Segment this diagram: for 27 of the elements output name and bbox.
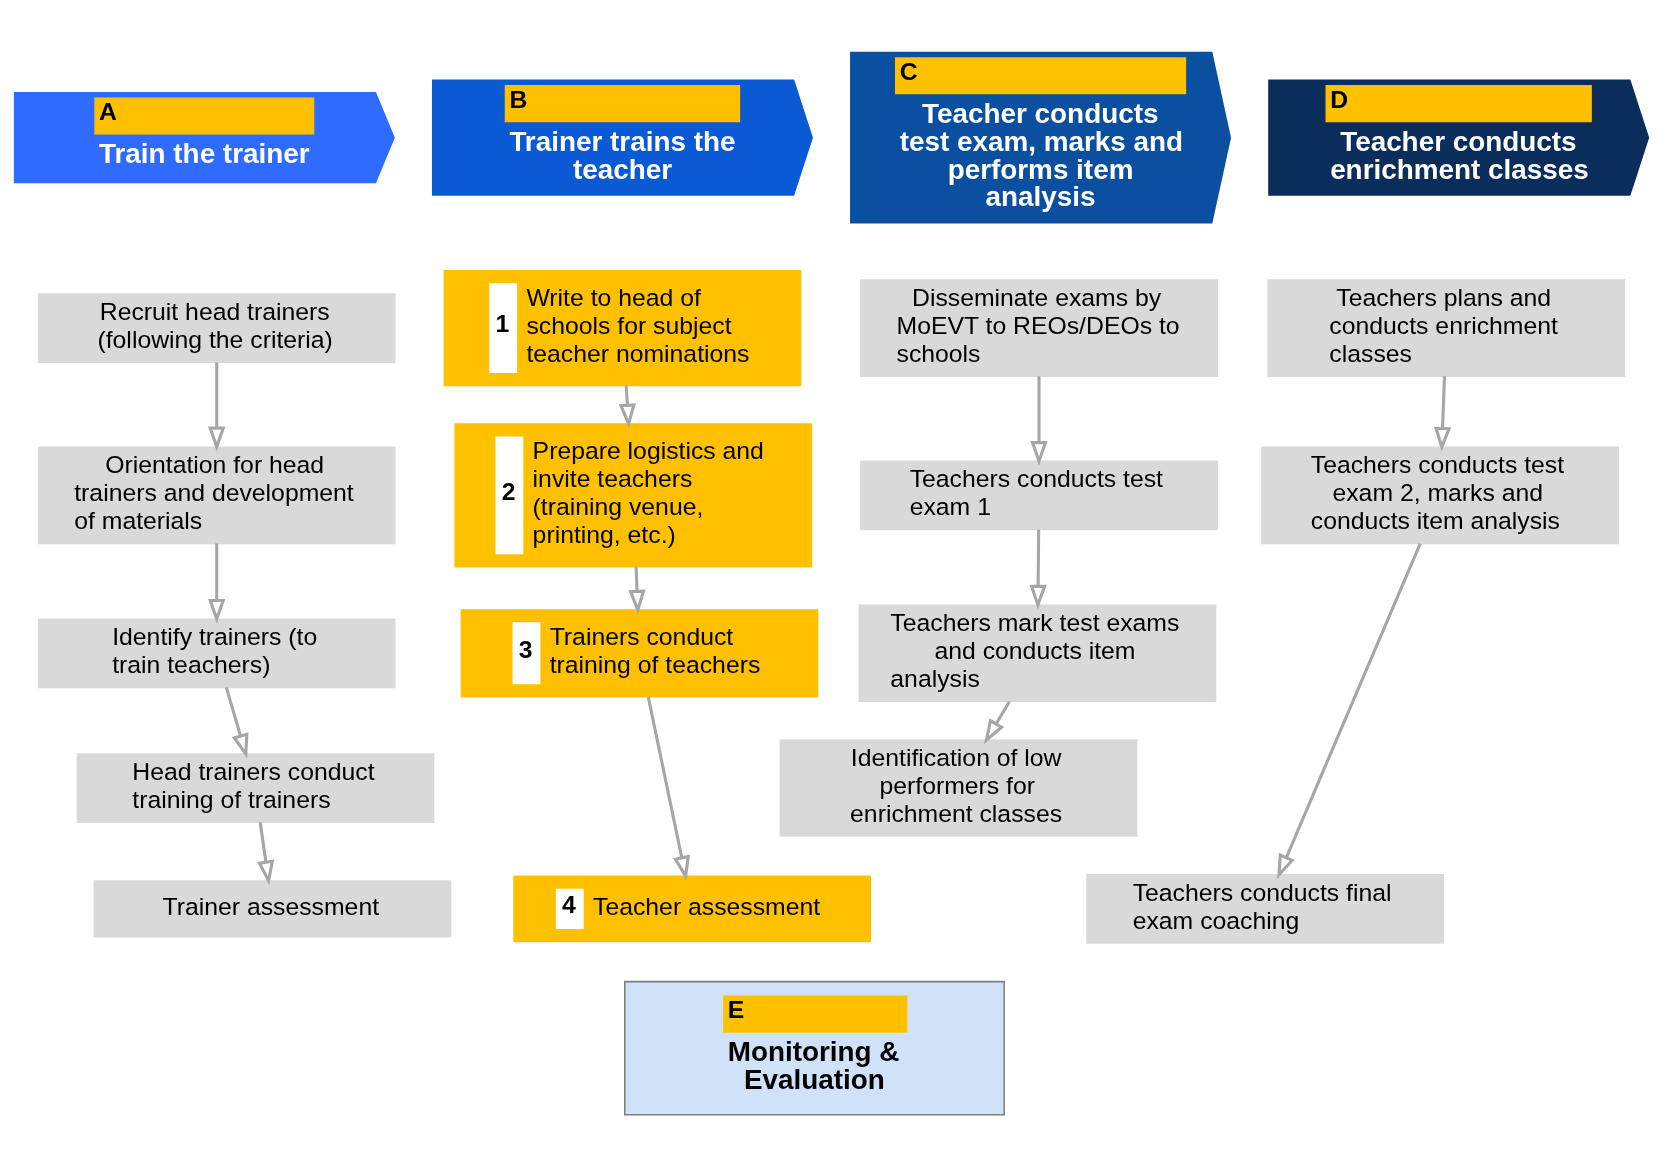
arrow [208, 542, 226, 624]
node-box: Recruit head trainers (following the criteria) [37, 292, 396, 363]
arrow [257, 821, 275, 885]
node-box: 4 Teacher assessment [513, 875, 871, 942]
node-box: Teachers mark test exams and conducts item analysis [858, 604, 1217, 702]
node-box: Teachers plans and conducts enrichment classes [1267, 278, 1626, 377]
node-box: Trainer assessment [93, 879, 452, 937]
node-box: Disseminate exams by MoEVT to REOs/DEOs to schools [860, 278, 1218, 377]
node-box: Identification of low performers for enrichment classes [779, 738, 1138, 837]
node-box: Head trainers conduct training of trainers [76, 752, 435, 823]
arrow [1277, 542, 1422, 879]
arrow [628, 566, 646, 615]
arrow [618, 385, 636, 428]
arrow [646, 696, 691, 881]
node-box: Orientation for head trainers and development of materials [37, 446, 396, 544]
arrow [984, 700, 1011, 744]
node-box: Identify trainers (to train teachers) [37, 618, 396, 688]
arrow [1433, 375, 1452, 452]
node-box: Teachers conducts test exam 1 [860, 460, 1218, 530]
node-box: 1 Write to head of schools for subject teacher nominations [443, 269, 802, 386]
arrow [208, 362, 226, 451]
arrow [224, 686, 249, 758]
node-box: E Monitoring & Evaluation [624, 980, 1005, 1116]
node-box: Teachers conducts final exam coaching [1086, 873, 1444, 944]
arrow [1029, 529, 1047, 610]
arrow [1030, 375, 1048, 466]
node-box: Teachers conducts test exam 2, marks and conducts item analysis [1261, 446, 1619, 544]
